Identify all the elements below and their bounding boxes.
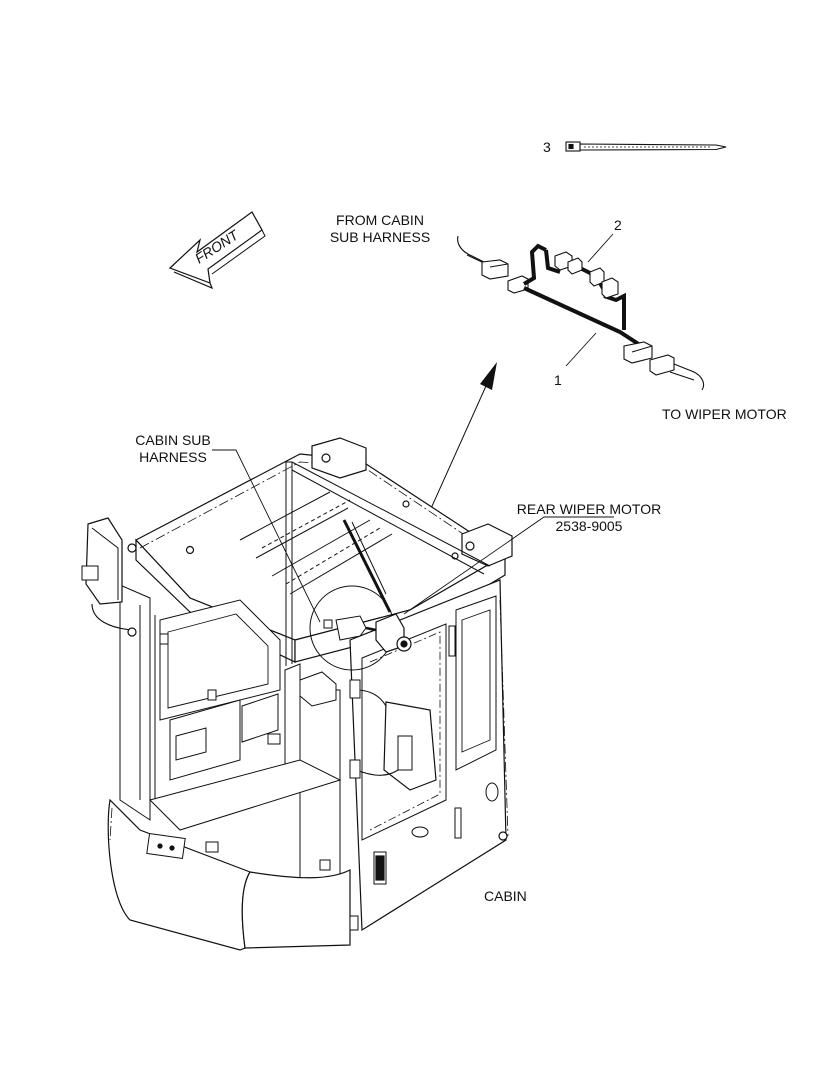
callout-1: 1 bbox=[554, 372, 562, 388]
callout-3: 3 bbox=[543, 139, 551, 155]
from-cabin-sub-harness-label: FROM CABIN SUB HARNESS bbox=[326, 212, 434, 246]
cabin-sub-line2: HARNESS bbox=[139, 449, 207, 465]
rear-wiper-motor-label: REAR WIPER MOTOR 2538-9005 bbox=[512, 501, 666, 535]
callout-2: 2 bbox=[614, 217, 622, 233]
front-direction-arrow: FRONT bbox=[168, 211, 266, 290]
cabin-drawing bbox=[81, 437, 513, 951]
cabin-label: CABIN bbox=[484, 888, 527, 904]
from-cabin-line2: SUB HARNESS bbox=[329, 229, 431, 245]
to-wiper-motor-label: TO WIPER MOTOR bbox=[662, 406, 787, 422]
cable-tie-part bbox=[565, 141, 727, 152]
cabin-outline-dashdot bbox=[109, 599, 509, 841]
harness-assembly bbox=[457, 235, 705, 391]
cabin-sub-harness-label: CABIN SUB HARNESS bbox=[128, 432, 218, 466]
rear-wiper-motor-leader bbox=[403, 516, 614, 615]
callout-2-leader bbox=[587, 233, 614, 263]
rear-wiper-line2: 2538-9005 bbox=[555, 518, 623, 534]
cabin-sub-harness-leader bbox=[212, 449, 321, 623]
from-cabin-line1: FROM CABIN bbox=[336, 212, 424, 228]
cabin-sub-line1: CABIN SUB bbox=[135, 432, 211, 448]
rear-wiper-line1: REAR WIPER MOTOR bbox=[516, 501, 662, 517]
callout-1-leader bbox=[565, 332, 597, 367]
